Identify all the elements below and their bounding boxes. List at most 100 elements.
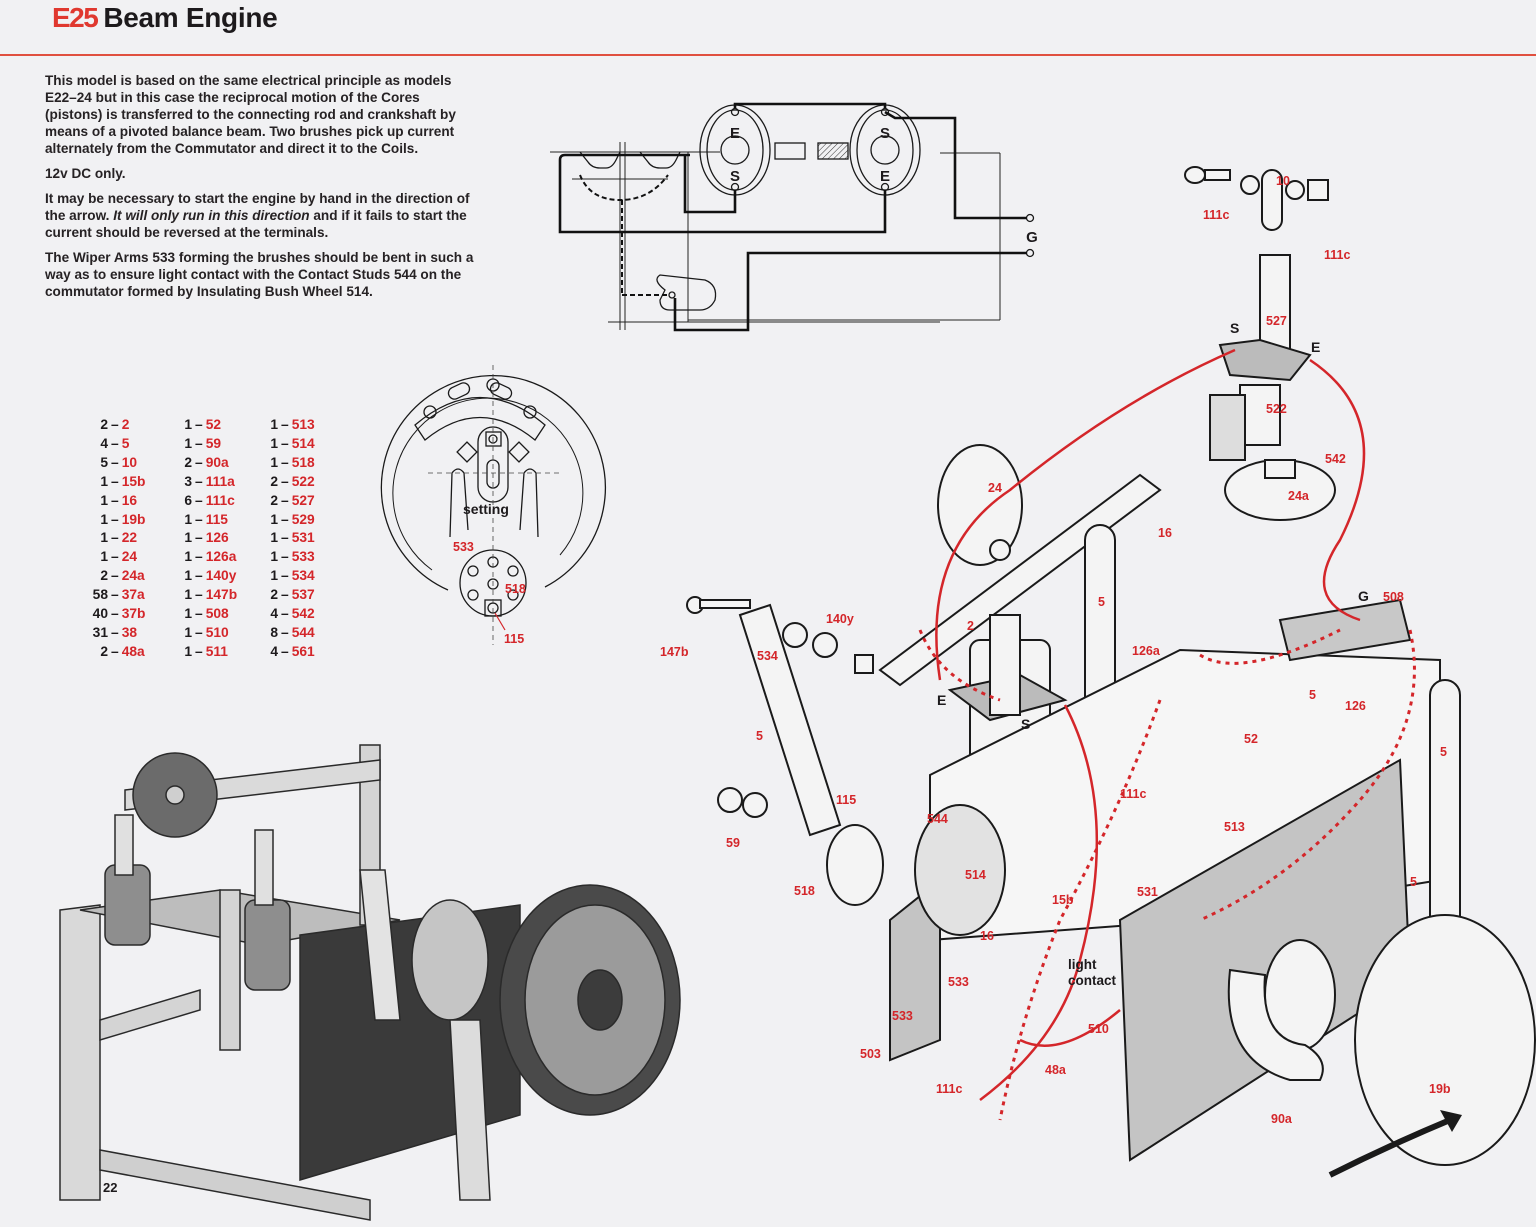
part-quantity: 1 [184,643,192,659]
part-number: 24a [121,568,145,584]
part-number: 534 [291,568,315,584]
model-name: Beam Engine [103,2,278,33]
separator: – [111,435,119,451]
separator: – [111,454,119,470]
parts-list-item: 1–533 [252,548,314,567]
light-contact-callout: light contact [1068,957,1116,989]
part-quantity: 2 [270,473,278,489]
start-instructions-end: and if it fails to start the current sho… [45,208,467,240]
part-quantity: 1 [184,606,192,622]
parts-list-item: 1–518 [252,454,314,473]
part-quantity: 6 [184,492,192,508]
part-quantity: 1 [100,473,108,489]
part-quantity: 1 [270,435,278,451]
part-number: 522 [291,473,315,489]
separator: – [281,492,289,508]
model-code: E25 [52,2,99,33]
part-number: 537 [291,587,315,603]
part-callout-label: 5 [1309,688,1316,702]
parts-list-item: 1–52 [166,416,237,435]
terminal-label: G [1026,229,1038,246]
parts-list-item: 4–542 [252,605,314,624]
separator: – [111,473,119,489]
part-quantity: 31 [92,624,108,640]
part-callout-label: 527 [1266,314,1287,328]
setting-label: setting [463,501,509,517]
part-callout-label: 48a [1045,1063,1066,1077]
wiring-diagram: E S S E G [550,102,1038,332]
separator: – [111,530,119,546]
separator: – [111,568,119,584]
part-quantity: 1 [100,530,108,546]
part-callout-label: 5 [1098,595,1105,609]
part-callout-label: 147b [660,645,689,659]
part-callout-label: 59 [726,836,740,850]
parts-list-item: 1–59 [166,435,237,454]
part-callout-label: 508 [1383,590,1404,604]
part-callout-label: 522 [1266,402,1287,416]
part-callout-label: 5 [1440,745,1447,759]
separator: – [195,606,203,622]
part-number: 90a [205,454,229,470]
parts-list-item: 2–48a [82,643,145,662]
parts-list-item: 1–510 [166,624,237,643]
terminal-marker-label: E [1311,339,1321,355]
part-quantity: 1 [184,511,192,527]
header-divider [0,54,1536,56]
parts-list-item: 1–22 [82,529,145,548]
part-number: 10 [121,454,138,470]
separator: – [281,454,289,470]
part-callout-label: 5 [756,729,763,743]
separator: – [281,549,289,565]
part-number: 37b [121,606,146,622]
parts-list-item: 1–16 [82,492,145,511]
part-quantity: 2 [100,568,108,584]
coil-1-top-label: E [730,125,740,142]
exploded-assembly-diagram [686,166,1536,1178]
part-quantity: 40 [92,606,108,622]
light-contact-line2: contact [1068,973,1117,988]
part-callout-label: 544 [927,812,948,826]
separator: – [281,643,289,659]
part-number: 140y [205,568,237,584]
part-quantity: 1 [270,454,278,470]
parts-list-item: 1–508 [166,605,237,624]
parts-list-item: 1–19b [82,511,145,530]
parts-list-item: 4–5 [82,435,145,454]
part-quantity: 8 [270,624,278,640]
parts-list-item: 1–126a [166,548,237,567]
coil-1-bottom-label: S [730,168,740,185]
part-callout-label: 24a [1288,489,1309,503]
part-quantity: 4 [270,643,278,659]
part-callout-label: 510 [1088,1022,1109,1036]
part-number: 561 [291,643,315,659]
part-quantity: 3 [184,473,192,489]
part-number: 37a [121,587,145,603]
part-number: 111a [205,473,235,489]
separator: – [111,492,119,508]
part-number: 126 [205,530,229,546]
separator: – [195,473,203,489]
parts-list-item: 1–126 [166,529,237,548]
part-callout-label: 5 [1410,875,1417,889]
part-quantity: 4 [100,435,108,451]
part-callout-label: 514 [965,868,986,882]
part-callout-label: 16 [1158,526,1172,540]
terminal-marker-label: S [1230,320,1240,336]
separator: – [281,530,289,546]
parts-list-item: 6–111c [166,492,237,511]
part-number: 48a [121,643,145,659]
parts-list-item: 1–514 [252,435,314,454]
part-callout-label: 140y [826,612,854,626]
part-quantity: 2 [100,417,108,432]
separator: – [111,587,119,603]
separator: – [195,643,203,659]
part-callout-label: 534 [757,649,778,663]
part-number: 510 [205,624,229,640]
part-callout-label: 531 [1137,885,1158,899]
part-number: 529 [291,511,315,527]
part-callout-label: 111c [936,1082,963,1096]
